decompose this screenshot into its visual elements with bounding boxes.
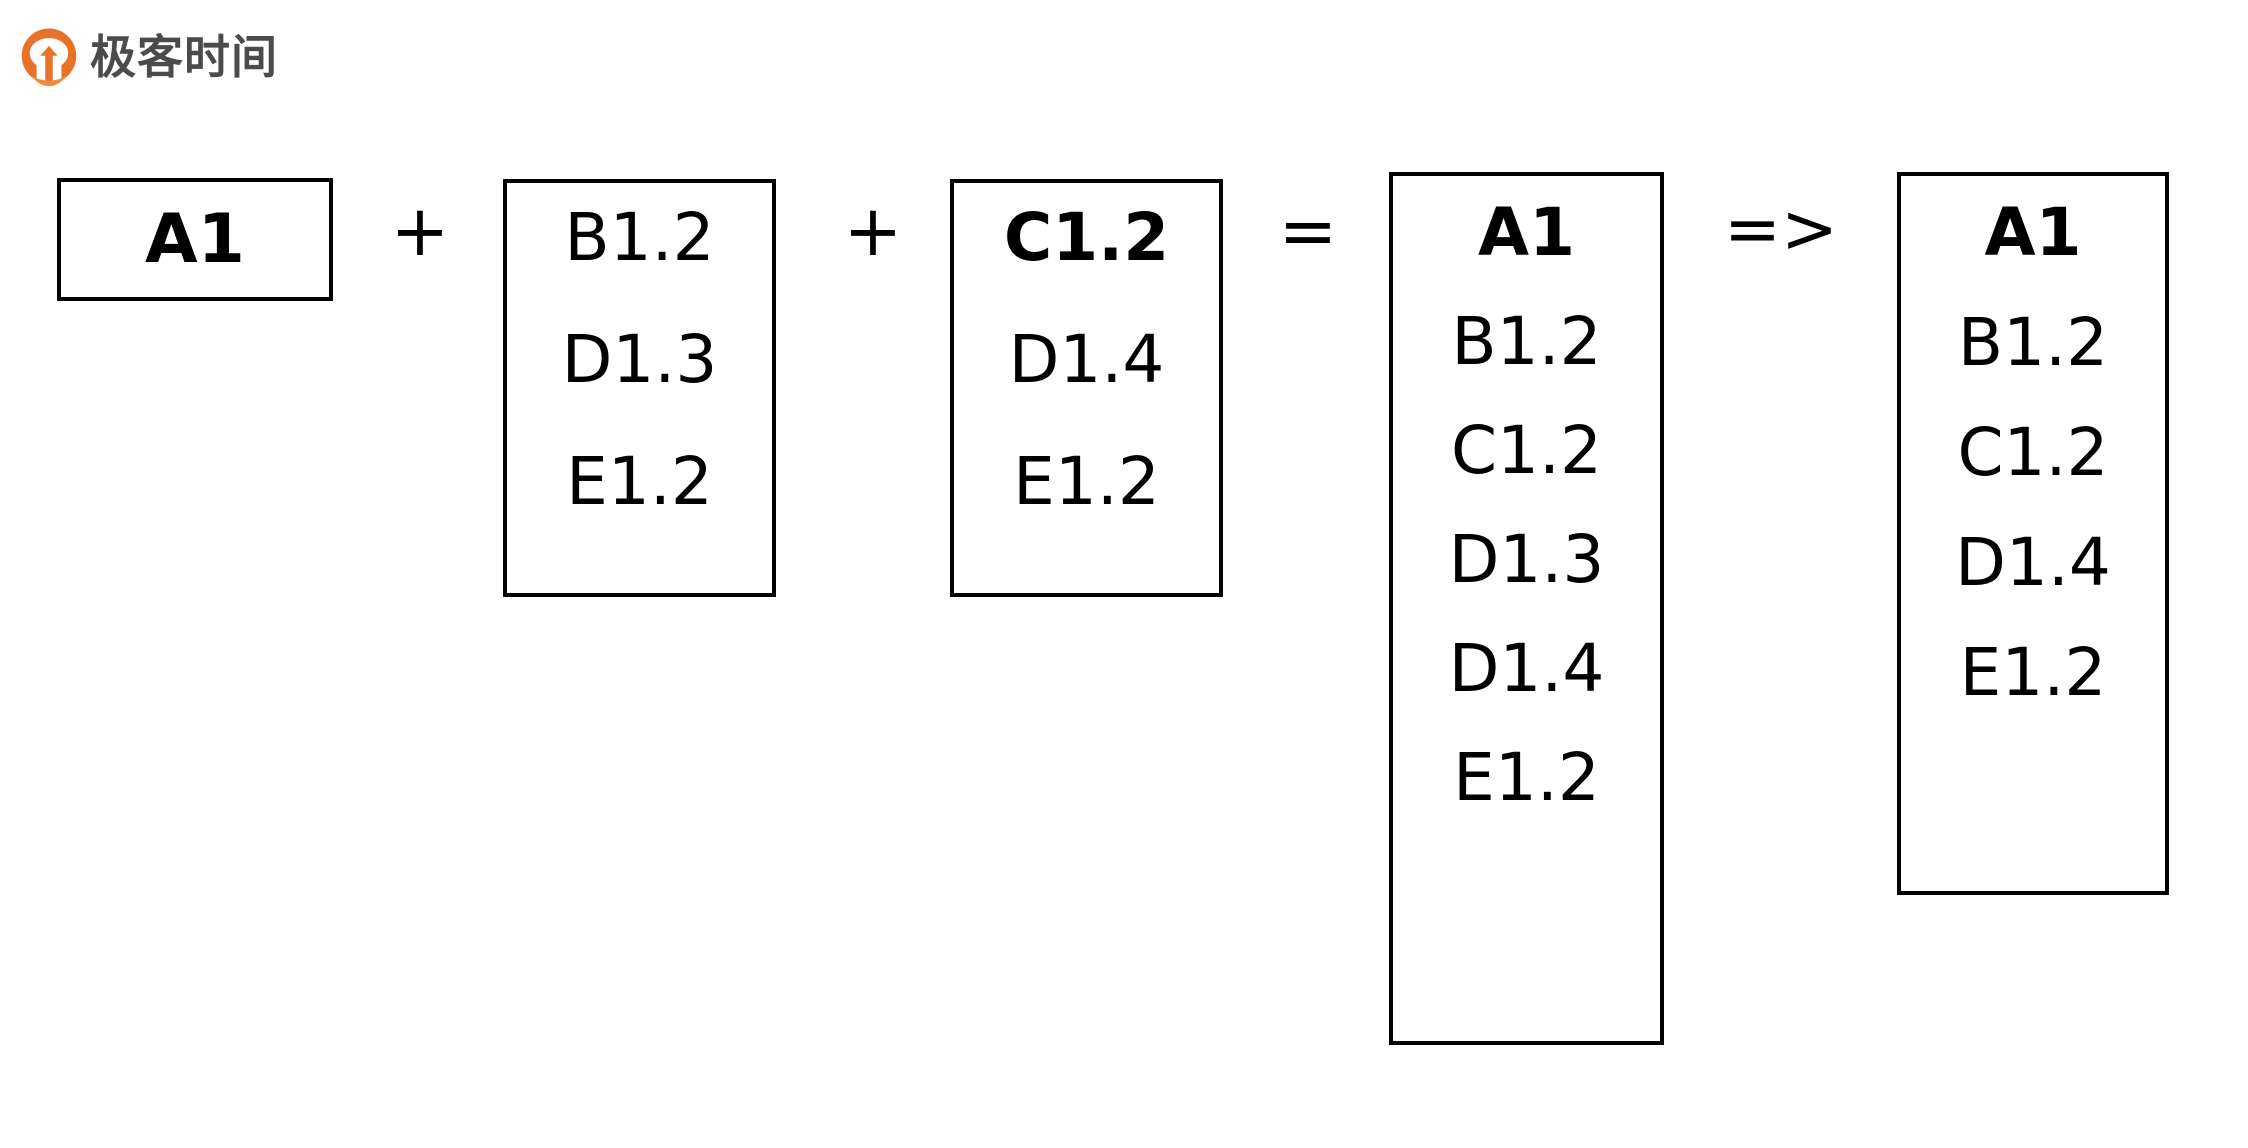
- box-a1: A1: [57, 178, 333, 301]
- box-entry: E1.2: [1959, 634, 2107, 711]
- box-merged-union: A1 B1.2 C1.2 D1.3 D1.4 E1.2: [1389, 172, 1664, 1045]
- box-entry: E1.2: [1453, 739, 1600, 816]
- box-entry: C1.2: [1450, 412, 1603, 489]
- brand-name: 极客时间: [90, 30, 278, 84]
- box-entry: A1: [145, 199, 245, 279]
- box-entry: D1.4: [1448, 630, 1605, 707]
- box-entry: C1.2: [1957, 414, 2109, 491]
- box-entry: E1.2: [1013, 443, 1160, 520]
- box-entry: D1.4: [1955, 524, 2111, 601]
- box-entry: B1.2: [564, 199, 715, 276]
- box-entry: B1.2: [1957, 304, 2109, 381]
- box-entry: B1.2: [1451, 303, 1602, 380]
- box-c12-d14-e12: C1.2 D1.4 E1.2: [950, 179, 1223, 597]
- operator-equals: =: [1278, 190, 1338, 272]
- brand-logo: 极客时间: [18, 26, 278, 88]
- operator-implies: =>: [1724, 190, 1838, 269]
- box-entry: E1.2: [566, 443, 713, 520]
- box-entry: C1.2: [1003, 199, 1170, 276]
- box-entry: D1.3: [1448, 521, 1605, 598]
- box-entry: D1.4: [1008, 321, 1165, 398]
- box-b12-d13-e12: B1.2 D1.3 E1.2: [503, 179, 776, 597]
- box-entry: D1.3: [561, 321, 718, 398]
- geektime-logo-icon: [21, 28, 77, 87]
- box-resolved-result: A1 B1.2 C1.2 D1.4 E1.2: [1897, 172, 2169, 895]
- operator-plus: +: [390, 190, 450, 272]
- operator-plus: +: [843, 190, 903, 272]
- box-entry: A1: [1477, 194, 1575, 271]
- box-entry: A1: [1984, 194, 2082, 271]
